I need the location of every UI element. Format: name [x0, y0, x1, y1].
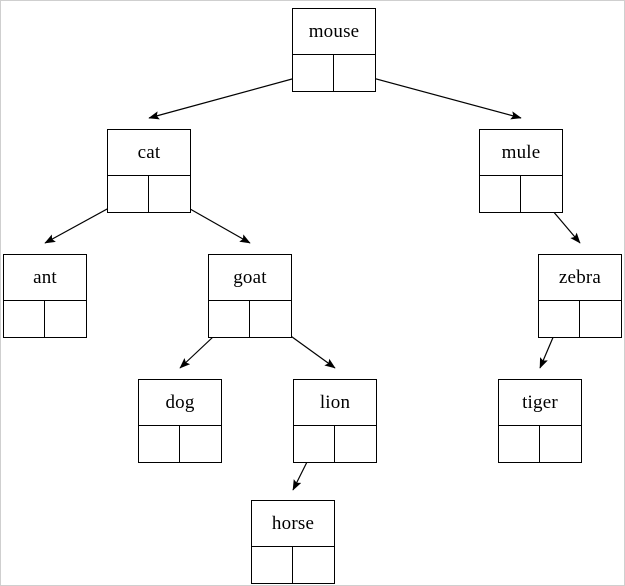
tree-node-pointers [4, 301, 86, 338]
tree-node-tiger[interactable]: tiger [498, 379, 582, 463]
tree-node-pointers [108, 176, 190, 213]
tree-node-pointers [139, 426, 221, 463]
tree-node-pointers [293, 55, 375, 92]
tree-node-label: mouse [293, 9, 375, 55]
tree-edge-mouse-left [148, 72, 315, 120]
tree-node-zebra[interactable]: zebra [538, 254, 622, 338]
left-pointer-cell[interactable] [139, 426, 180, 463]
left-pointer-cell[interactable] [480, 176, 521, 213]
tree-node-goat[interactable]: goat [208, 254, 292, 338]
right-pointer-cell[interactable] [335, 426, 376, 462]
tree-node-pointers [252, 547, 334, 584]
right-pointer-cell[interactable] [540, 426, 581, 462]
right-pointer-cell[interactable] [334, 55, 375, 91]
left-pointer-cell[interactable] [539, 301, 580, 338]
left-pointer-cell[interactable] [499, 426, 540, 463]
tree-node-label: goat [209, 255, 291, 301]
tree-node-pointers [209, 301, 291, 338]
tree-node-label: cat [108, 130, 190, 176]
tree-node-label: ant [4, 255, 86, 301]
tree-node-mouse[interactable]: mouse [292, 8, 376, 92]
right-pointer-cell[interactable] [180, 426, 221, 462]
left-pointer-cell[interactable] [4, 301, 45, 338]
left-pointer-cell[interactable] [293, 55, 334, 92]
tree-node-cat[interactable]: cat [107, 129, 191, 213]
left-pointer-cell[interactable] [252, 547, 293, 584]
tree-node-label: lion [294, 380, 376, 426]
tree-node-pointers [499, 426, 581, 463]
tree-edge-mouse-right [353, 72, 522, 120]
tree-node-label: tiger [499, 380, 581, 426]
tree-node-lion[interactable]: lion [293, 379, 377, 463]
right-pointer-cell[interactable] [149, 176, 190, 212]
tree-node-pointers [539, 301, 621, 338]
right-pointer-cell[interactable] [293, 547, 334, 583]
right-pointer-cell[interactable] [521, 176, 562, 212]
tree-node-pointers [480, 176, 562, 213]
tree-node-horse[interactable]: horse [251, 500, 335, 584]
right-pointer-cell[interactable] [580, 301, 621, 337]
tree-node-dog[interactable]: dog [138, 379, 222, 463]
left-pointer-cell[interactable] [108, 176, 149, 213]
left-pointer-cell[interactable] [209, 301, 250, 338]
tree-node-label: zebra [539, 255, 621, 301]
tree-node-label: mule [480, 130, 562, 176]
right-pointer-cell[interactable] [45, 301, 86, 337]
tree-node-label: dog [139, 380, 221, 426]
tree-node-pointers [294, 426, 376, 463]
tree-node-label: horse [252, 501, 334, 547]
left-pointer-cell[interactable] [294, 426, 335, 463]
right-pointer-cell[interactable] [250, 301, 291, 337]
tree-node-mule[interactable]: mule [479, 129, 563, 213]
tree-node-ant[interactable]: ant [3, 254, 87, 338]
